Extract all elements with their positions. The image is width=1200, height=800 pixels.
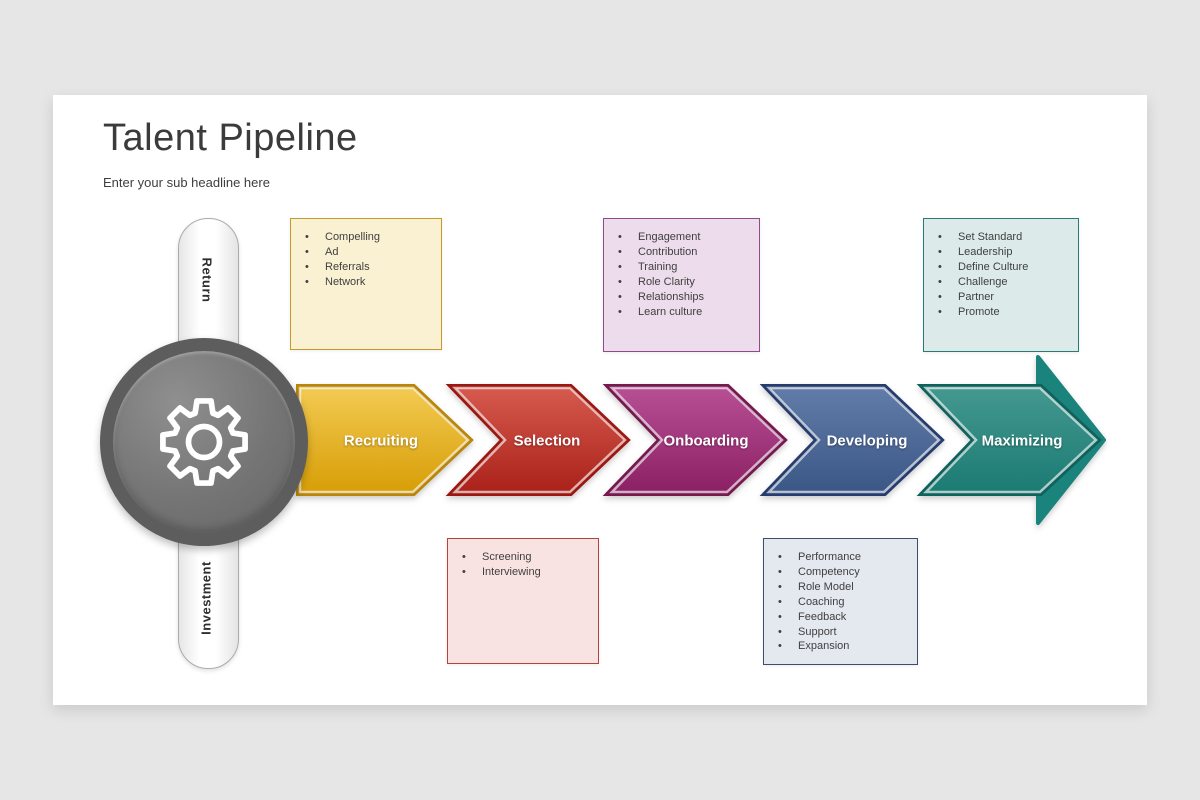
stage-arrow-onboarding	[609, 386, 784, 494]
bullet-item: Compelling	[303, 230, 435, 245]
investment-label: Investment	[198, 561, 214, 635]
bullet-item: Contribution	[616, 245, 753, 260]
stage-label-developing: Developing	[826, 432, 908, 450]
stage-arrow-developing	[766, 386, 941, 494]
notes-list-developing: PerformanceCompetencyRole ModelCoachingF…	[764, 539, 917, 654]
stage-arrow-selection	[452, 386, 627, 494]
stage-label-recruiting: Recruiting	[343, 432, 419, 450]
notes-box-selection: ScreeningInterviewing	[447, 538, 599, 664]
notes-list-onboarding: EngagementContributionTrainingRole Clari…	[604, 219, 759, 319]
bullet-item: Challenge	[936, 275, 1072, 290]
stage-arrow-maximizing	[923, 386, 1098, 494]
bullet-item: Performance	[776, 550, 911, 565]
bullet-item: Feedback	[776, 610, 911, 625]
bullet-item: Set Standard	[936, 230, 1072, 245]
bullet-item: Engagement	[616, 230, 753, 245]
bullet-item: Training	[616, 260, 753, 275]
bullet-item: Interviewing	[460, 565, 592, 580]
bullet-item: Learn culture	[616, 305, 753, 320]
slide-canvas: Talent Pipeline Enter your sub headline …	[53, 95, 1147, 705]
bullet-item: Leadership	[936, 245, 1072, 260]
notes-box-recruiting: CompellingAdReferralsNetwork	[290, 218, 442, 350]
bullet-item: Support	[776, 625, 911, 640]
bullet-item: Referrals	[303, 260, 435, 275]
bullet-item: Coaching	[776, 595, 911, 610]
bullet-item: Promote	[936, 305, 1072, 320]
bullet-item: Competency	[776, 565, 911, 580]
bullet-item: Expansion	[776, 639, 911, 654]
return-label: Return	[199, 257, 215, 303]
bullet-item: Define Culture	[936, 260, 1072, 275]
bullet-item: Partner	[936, 290, 1072, 305]
bullet-item: Screening	[460, 550, 592, 565]
stage-label-onboarding: Onboarding	[663, 432, 749, 450]
bullet-item: Role Model	[776, 580, 911, 595]
pipeline-arrows	[296, 355, 1106, 525]
notes-list-recruiting: CompellingAdReferralsNetwork	[291, 219, 441, 290]
bullet-item: Ad	[303, 245, 435, 260]
notes-box-developing: PerformanceCompetencyRole ModelCoachingF…	[763, 538, 918, 665]
bullet-item: Role Clarity	[616, 275, 753, 290]
notes-list-selection: ScreeningInterviewing	[448, 539, 598, 580]
notes-box-maximizing: Set StandardLeadershipDefine CultureChal…	[923, 218, 1079, 352]
notes-list-maximizing: Set StandardLeadershipDefine CultureChal…	[924, 219, 1078, 319]
page-title: Talent Pipeline	[103, 117, 358, 159]
stage-label-selection: Selection	[513, 432, 581, 450]
gear-icon	[160, 398, 248, 486]
pipeline-hub-circle	[100, 338, 308, 546]
page-subtitle: Enter your sub headline here	[103, 175, 270, 190]
stage-label-maximizing: Maximizing	[981, 432, 1063, 450]
bullet-item: Network	[303, 275, 435, 290]
bullet-item: Relationships	[616, 290, 753, 305]
notes-box-onboarding: EngagementContributionTrainingRole Clari…	[603, 218, 760, 352]
